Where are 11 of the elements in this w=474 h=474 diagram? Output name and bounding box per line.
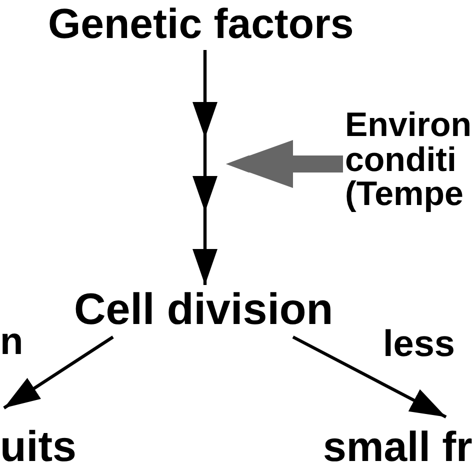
arrow <box>226 140 343 188</box>
process-label: Cell division <box>74 286 334 334</box>
arrow <box>3 336 114 410</box>
factor-label: Genetic factors <box>48 0 354 48</box>
edge-label: n <box>0 321 24 364</box>
arrow <box>292 336 447 418</box>
outcome-label: uits <box>0 420 76 474</box>
arrow <box>192 48 218 287</box>
edge-label: less <box>383 323 456 365</box>
condition-label: Environ conditi (Tempe <box>345 108 473 212</box>
outcome-label: small fr <box>323 420 472 474</box>
